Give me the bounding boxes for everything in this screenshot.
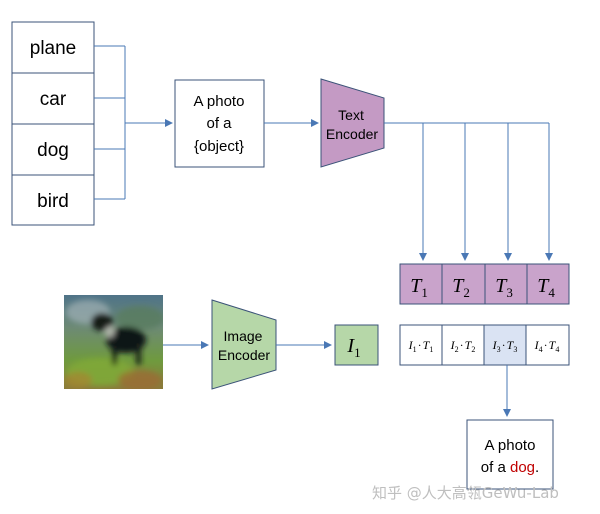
similarity-label-3: I3·T3 [492, 338, 518, 354]
text-feature-cell-1 [399, 263, 443, 305]
text-feature-4: T4 [537, 275, 555, 300]
class-bracket-connector [94, 45, 173, 200]
class-box-dog [11, 123, 95, 176]
prompt-line-3: {object} [194, 138, 244, 155]
class-label-car: car [40, 89, 67, 110]
prompt-line-2: of a [206, 115, 232, 132]
similarity-label-2: I2·T2 [450, 338, 476, 354]
input-dog-image [64, 295, 163, 389]
class-label-plane: plane [30, 38, 77, 59]
predicted-class-highlight: dog [510, 459, 535, 476]
image-encoder-label-1: Image [224, 328, 263, 344]
image-feature-cell [334, 324, 379, 366]
class-box-plane [11, 21, 95, 74]
prompt-template-box [174, 79, 265, 168]
text-feature-3: T3 [495, 275, 513, 300]
text-feature-cell-4 [526, 263, 570, 305]
similarity-cell-3-highlighted [483, 324, 527, 366]
class-box-bird [11, 174, 95, 226]
text-encoder-shape [320, 78, 385, 168]
similarity-label-4: I4·T4 [534, 338, 560, 354]
text-feature-row: T1 T2 T3 T4 [399, 263, 570, 305]
text-feature-2: T2 [452, 275, 470, 300]
prompt-line-1: A photo [194, 93, 245, 110]
prompt-template: A photo of a {object} [174, 79, 265, 168]
result-caption-box [466, 419, 554, 490]
image-encoder-label-2: Encoder [218, 347, 270, 363]
text-encoder-label-2: Encoder [326, 126, 378, 142]
text-encoder: Text Encoder [320, 78, 385, 168]
result-line-1: A photo [485, 437, 536, 454]
result-line-2: of a dog. [481, 459, 539, 476]
text-feature-1: T1 [410, 275, 428, 300]
class-list: plane car dog bird [11, 21, 95, 226]
similarity-row: I1·T1 I2·T2 I3·T3 I4·T4 [399, 324, 570, 366]
image-feature: I1 [334, 324, 379, 366]
result-caption: A photo of a dog. [466, 419, 554, 490]
text-feature-fanout [384, 122, 553, 261]
watermark-text: 知乎 @人大高瓴GeWu-Lab [372, 484, 559, 502]
class-box-car [11, 72, 95, 125]
similarity-label-1: I1·T1 [408, 338, 434, 354]
image-feature-label: I1 [346, 335, 360, 360]
class-label-bird: bird [37, 191, 69, 212]
similarity-cell-4 [525, 324, 570, 366]
class-label-dog: dog [37, 140, 69, 161]
text-encoder-label-1: Text [338, 107, 364, 123]
image-encoder: Image Encoder [211, 299, 277, 390]
image-encoder-shape [211, 299, 277, 390]
text-feature-cell-2 [441, 263, 486, 305]
